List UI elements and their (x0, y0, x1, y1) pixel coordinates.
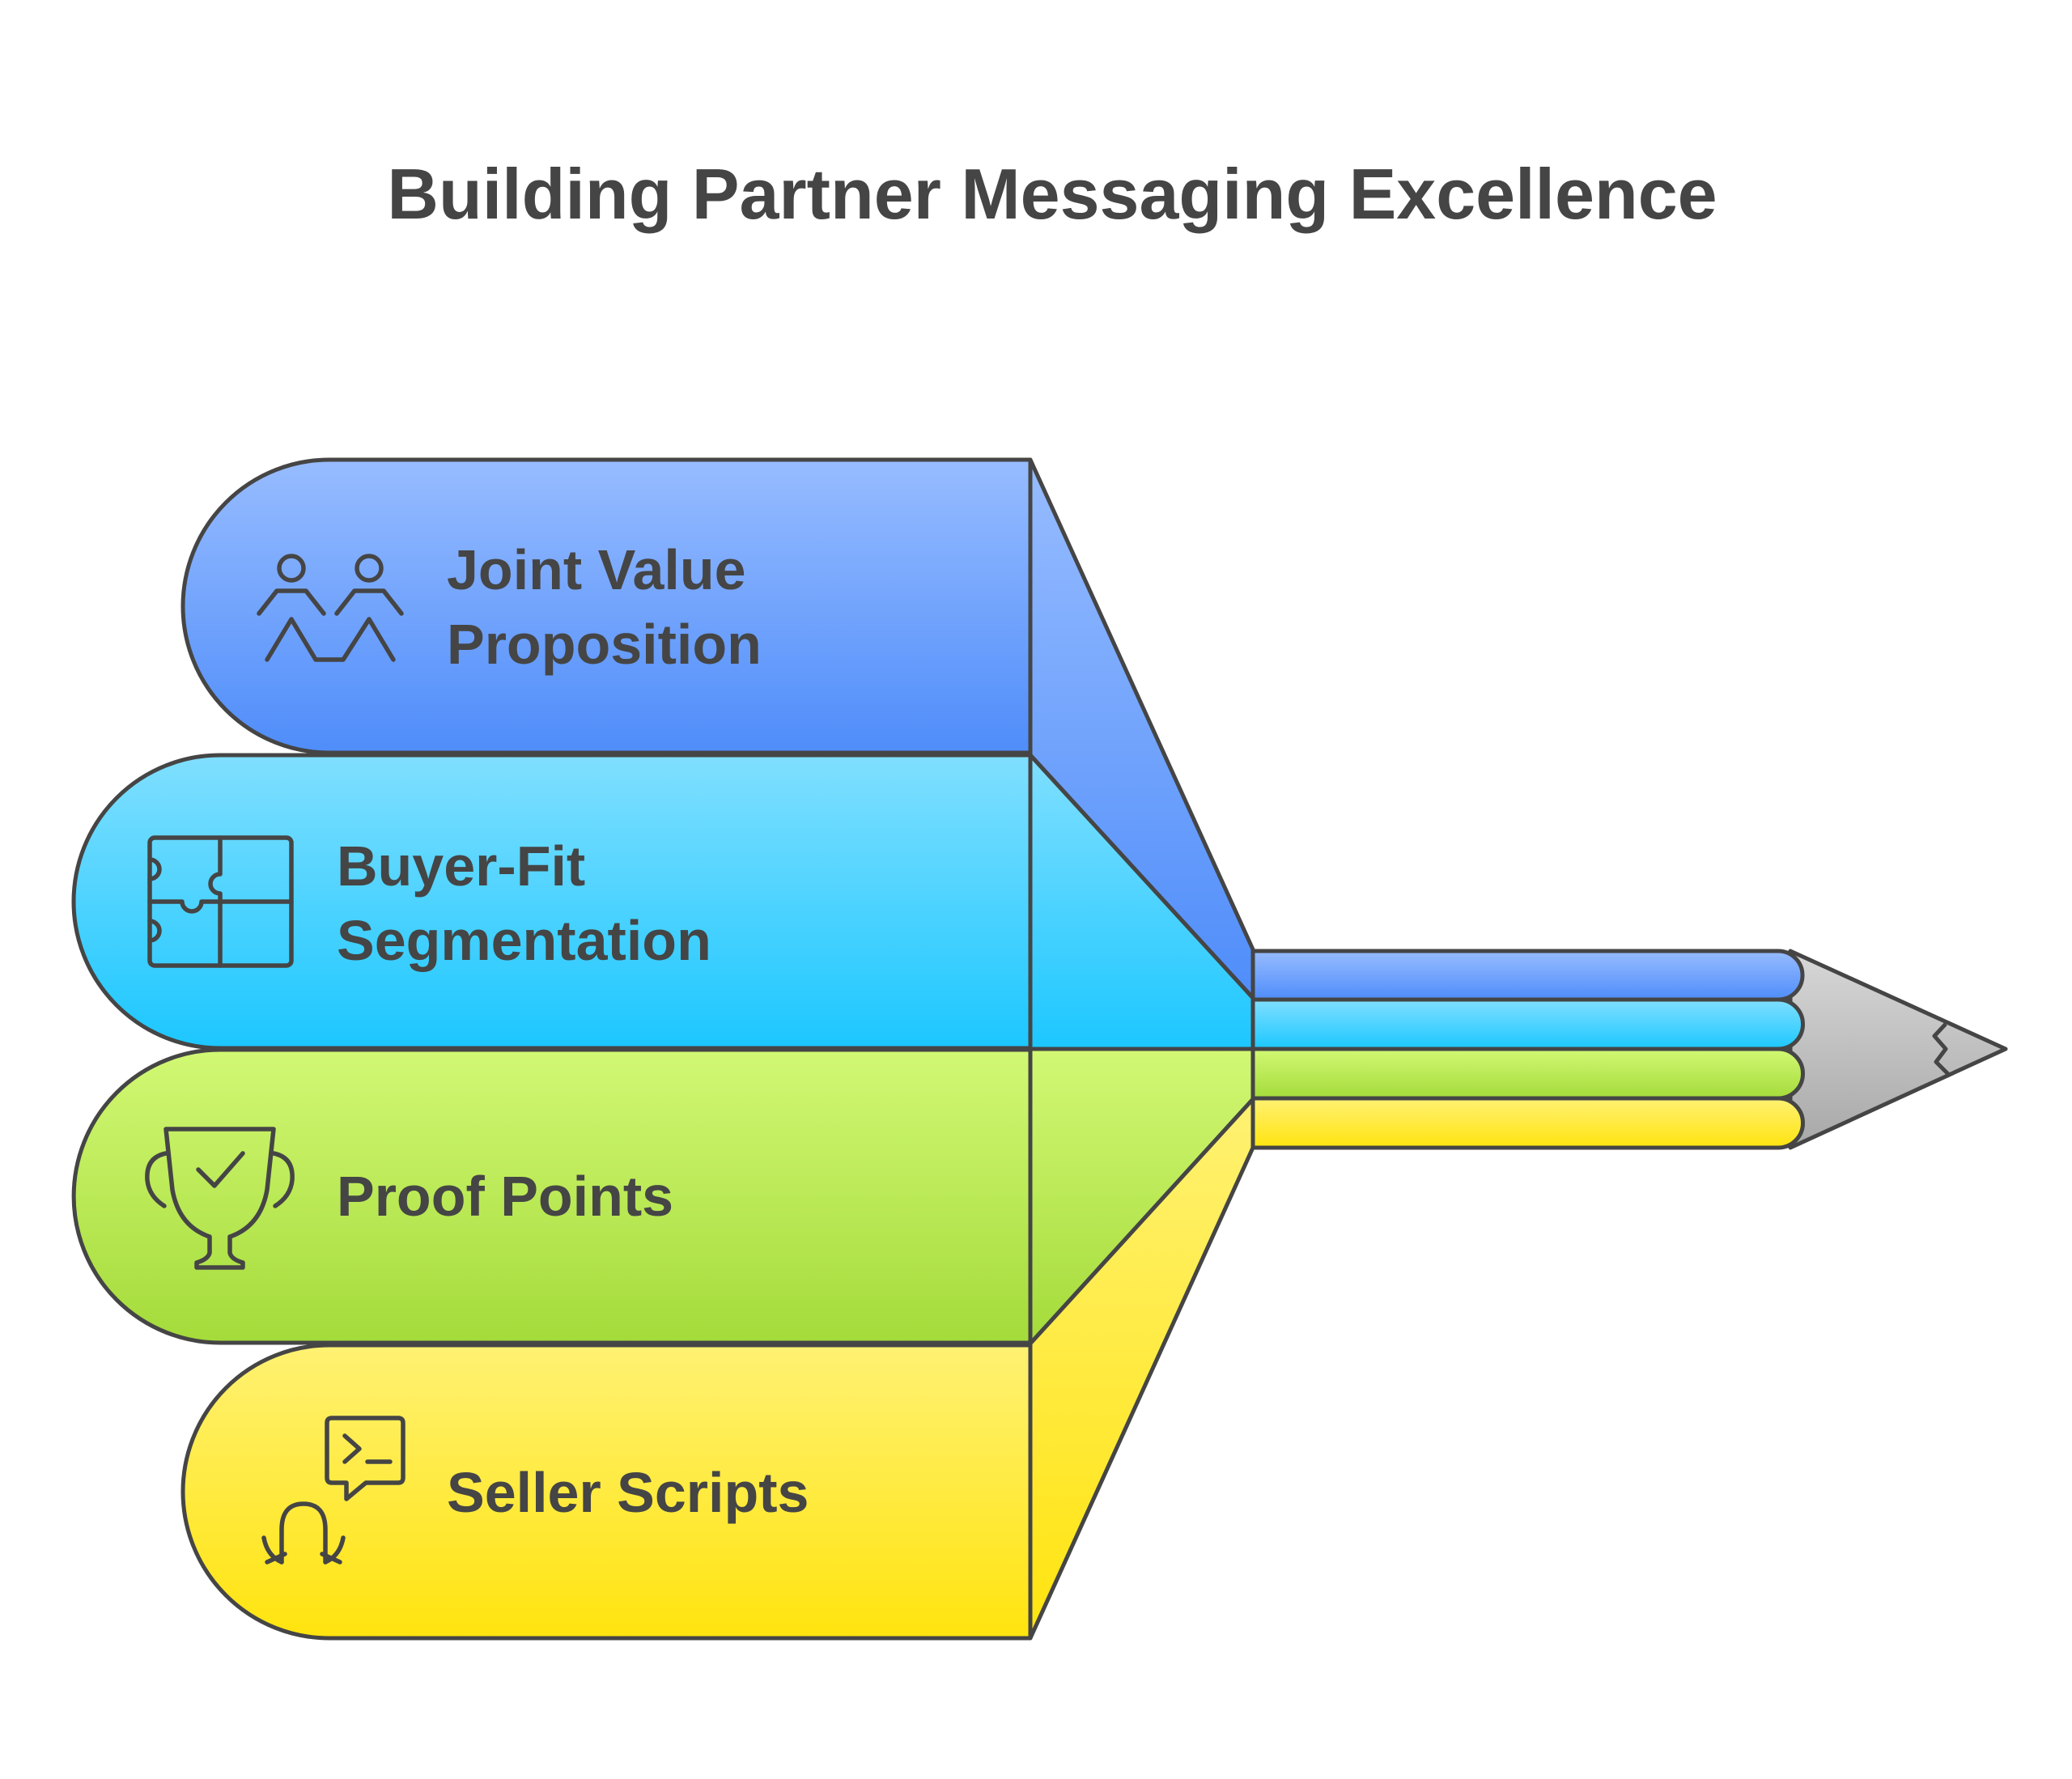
label-joint-value-line1: Joint Value (447, 538, 746, 601)
tab-shape-cyan (71, 753, 1033, 1051)
label-proof-points-line1: Proof Points (337, 1165, 673, 1228)
label-seller-scripts: Seller Scripts (447, 1461, 809, 1524)
label-buyer-fit-line1: Buyer-Fit (337, 834, 585, 898)
puzzle-icon (147, 835, 294, 968)
label-buyer-fit: Buyer-Fit Segmentation (337, 834, 711, 972)
people-icon (257, 554, 404, 662)
pencil-tip-wood (1788, 949, 2008, 1150)
label-joint-value: Joint Value Proposition (447, 538, 762, 676)
shaft-bar-blue (1250, 949, 1805, 1002)
tab-shape-blue (180, 457, 1033, 755)
pencil-tip (1788, 949, 2008, 1150)
diagram-title: Building Partner Messaging Excellence (387, 154, 1717, 234)
pencil-tip-graphite (1932, 1022, 1951, 1076)
label-buyer-fit-line2: Segmentation (337, 909, 711, 972)
tab-shape-green (71, 1047, 1033, 1345)
label-proof-points: Proof Points (337, 1165, 673, 1228)
pencil-shaft (1250, 949, 1805, 1150)
tab-proof-points (71, 1047, 1033, 1345)
shaft-bar-yellow (1250, 1096, 1805, 1150)
label-seller-scripts-line1: Seller Scripts (447, 1461, 809, 1524)
shaft-bar-cyan (1250, 997, 1805, 1051)
funnel-connectors (1028, 457, 1255, 1641)
trophy-icon (145, 1127, 295, 1270)
tab-buyer-fit (71, 753, 1033, 1051)
label-joint-value-line2: Proposition (447, 613, 762, 676)
shaft-bar-green (1250, 1047, 1805, 1101)
speaker-script-icon (261, 1416, 405, 1565)
tab-joint-value (180, 457, 1033, 755)
